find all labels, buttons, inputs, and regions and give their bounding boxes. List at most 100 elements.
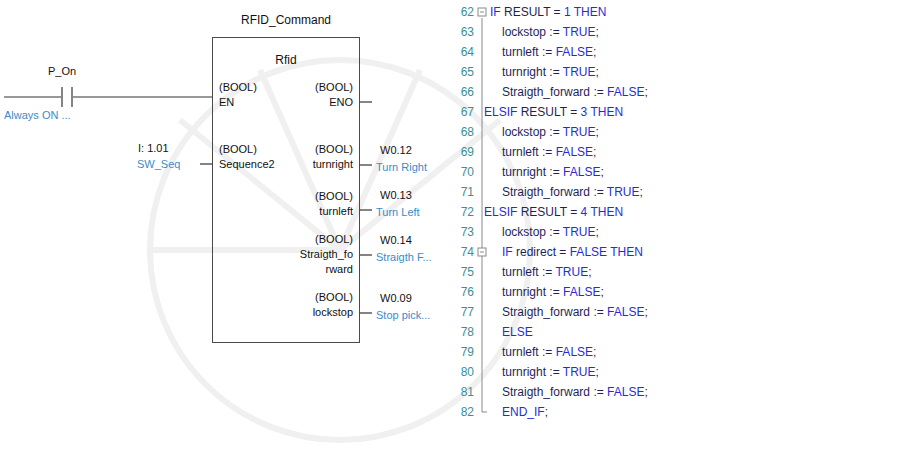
code-line: ELSIF RESULT = 3 THEN [484, 104, 623, 120]
code-text: ; [596, 65, 599, 79]
line-number: 71 [452, 184, 474, 200]
code-text: turnright := [502, 165, 563, 179]
code-text: turnleft := [502, 265, 555, 279]
tag-comment: Turn Right [376, 160, 427, 174]
code-text: ; [596, 225, 599, 239]
power-wire [4, 96, 61, 97]
line-number: 81 [452, 384, 474, 400]
fold-marker [480, 252, 484, 253]
code-text: ; [596, 365, 599, 379]
pin-label: (BOOL) turnleft [315, 189, 353, 219]
code-text: Straigth_forward := [502, 85, 607, 99]
line-number: 82 [452, 404, 474, 420]
code-line: Straigth_forward := FALSE; [502, 304, 648, 320]
tag-comment: Turn Left [376, 205, 420, 219]
code-text: lockstop := [502, 25, 563, 39]
tag-comment: Always ON ... [4, 108, 71, 122]
code-keyword: TRUE [563, 365, 596, 379]
code-keyword: FALSE [607, 85, 644, 99]
code-keyword: TRUE [607, 185, 640, 199]
enable-wire [73, 96, 212, 97]
tag-comment: SW_Seq [137, 157, 180, 171]
code-text: turnright := [502, 365, 563, 379]
code-text: ; [600, 285, 603, 299]
code-text [571, 5, 574, 19]
code-keyword: ELSIF [484, 105, 517, 119]
code-line: lockstop := TRUE; [502, 224, 599, 240]
code-keyword: THEN [610, 245, 643, 259]
code-text: RESULT = [517, 105, 580, 119]
code-text: lockstop := [502, 225, 563, 239]
line-number: 72 [452, 204, 474, 220]
line-number: 65 [452, 64, 474, 80]
pin-label: (BOOL) EN [219, 80, 257, 110]
code-line: turnright := FALSE; [502, 164, 604, 180]
code-text: RESULT = [517, 205, 580, 219]
code-line: turnright := FALSE; [502, 284, 604, 300]
code-keyword: FALSE [556, 345, 593, 359]
tag-comment: Stop pick... [376, 308, 430, 322]
code-keyword: TRUE [563, 225, 596, 239]
line-number: 70 [452, 164, 474, 180]
code-line: turnleft := FALSE; [502, 44, 596, 60]
code-text: ; [593, 45, 596, 59]
pin-label: (BOOL) lockstop [313, 290, 353, 320]
code-text: Straigth_forward := [502, 385, 607, 399]
code-keyword: ELSE [502, 325, 533, 339]
code-keyword: FALSE [607, 305, 644, 319]
code-line: IF redirect = FALSE THEN [502, 244, 643, 260]
code-keyword: 1 [564, 5, 571, 19]
io-address: W0.09 [380, 291, 412, 305]
line-number: 78 [452, 324, 474, 340]
watermark-seal [150, 60, 530, 440]
pin-label: (BOOL) Sequence2 [219, 142, 275, 172]
io-address: W0.13 [380, 188, 412, 202]
code-keyword: THEN [590, 105, 623, 119]
io-address: W0.14 [380, 233, 412, 247]
tag-name: P_On [48, 64, 76, 78]
code-text: ; [644, 305, 647, 319]
code-line: turnright := TRUE; [502, 364, 599, 380]
code-keyword: TRUE [563, 65, 596, 79]
line-number: 67 [452, 104, 474, 120]
code-text: Straigth_forward := [502, 185, 607, 199]
line-number: 80 [452, 364, 474, 380]
pin-label: (BOOL) Straigth_fo rward [300, 232, 353, 277]
code-text: ; [588, 265, 591, 279]
line-number: 63 [452, 24, 474, 40]
output-stub [360, 312, 372, 313]
code-keyword: THEN [574, 5, 607, 19]
code-text: ; [593, 345, 596, 359]
code-text: ; [600, 165, 603, 179]
code-keyword: ELSIF [484, 205, 517, 219]
code-line: turnleft := FALSE; [502, 144, 596, 160]
line-number: 74 [452, 244, 474, 260]
code-text [587, 105, 590, 119]
output-stub [360, 101, 372, 102]
output-stub [360, 164, 372, 165]
code-keyword: FALSE [607, 385, 644, 399]
code-line: lockstop := TRUE; [502, 124, 599, 140]
code-text: redirect = [513, 245, 570, 259]
line-number: 68 [452, 124, 474, 140]
line-number: 76 [452, 284, 474, 300]
code-text: ; [593, 145, 596, 159]
code-keyword: TRUE [563, 125, 596, 139]
fold-marker [478, 248, 486, 256]
io-address: I: 1.01 [138, 141, 169, 155]
line-number: 75 [452, 264, 474, 280]
code-line: Straigth_forward := FALSE; [502, 384, 648, 400]
code-line: Straigth_forward := FALSE; [502, 84, 648, 100]
code-text: turnleft := [502, 45, 556, 59]
code-text: turnleft := [502, 145, 556, 159]
code-text: ; [644, 385, 647, 399]
line-number: 69 [452, 144, 474, 160]
code-keyword: FALSE [556, 45, 593, 59]
code-keyword: FALSE [570, 245, 607, 259]
code-keyword: TRUE [563, 25, 596, 39]
io-address: W0.12 [380, 143, 412, 157]
code-text: RESULT = [501, 5, 564, 19]
line-number: 79 [452, 344, 474, 360]
fold-guide [482, 18, 483, 412]
